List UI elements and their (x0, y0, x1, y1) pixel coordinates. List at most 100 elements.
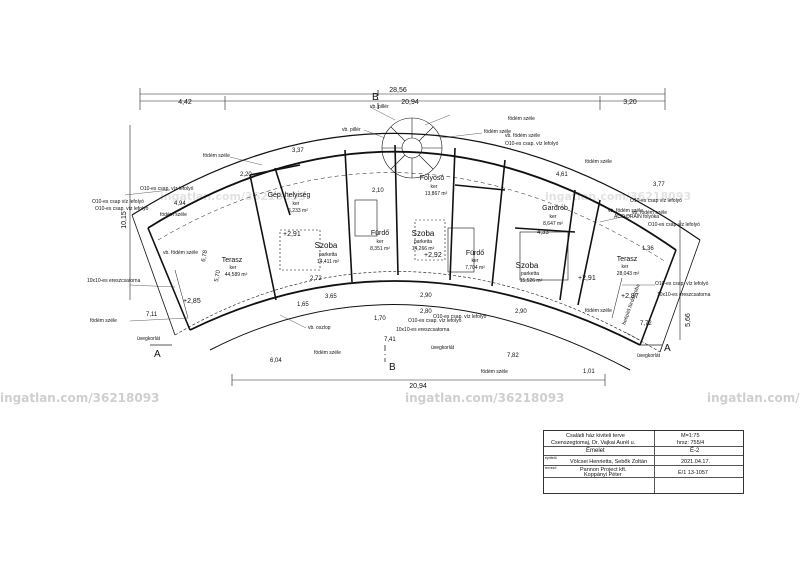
room-area: 7,704 m² (465, 265, 485, 271)
level-marker: +2,85 (183, 298, 201, 305)
annotation: 10x10-es ereszcsatorna (657, 292, 711, 298)
watermark-center: ingatlan.com/36218093 (405, 391, 564, 405)
watermark-plan-right: ingatlan.com/36218093 (545, 190, 691, 203)
title-block-row-line (544, 477, 743, 478)
room-area: 14,411 m² (317, 259, 339, 265)
level-marker: +2,92 (424, 252, 442, 259)
annotation: beépítő fürdőszoba (621, 283, 641, 325)
room-name: Folyosó (420, 175, 445, 182)
annotation: O10-es csap víz lefolyó (648, 222, 700, 228)
tb-designer-company: Pannon Project kft. (580, 467, 627, 473)
dim-label: 2,90 (515, 309, 527, 315)
room-szoba-2: Szoba parketta 14,266 m² (412, 229, 435, 252)
room-floor: ker (431, 184, 438, 190)
annotation: födém széle (314, 350, 341, 356)
section-marker-top: B (372, 92, 379, 103)
dim-bottom-total: 20,94 (409, 383, 427, 390)
level-markers: +2,91 +2,92 +2,91 +2,85 +2,87 (183, 231, 639, 305)
dim-top-mid: 20,94 (401, 99, 419, 106)
annotation: födém széle (508, 116, 535, 122)
room-floor: ker (472, 258, 479, 264)
room-floor: ker (377, 239, 384, 245)
title-block-row-line (544, 465, 743, 466)
annotation: födém széle (484, 129, 511, 135)
dim-label: 4,61 (556, 172, 568, 178)
room-terasz-1: Terasz ker 44,589 m² (222, 257, 248, 278)
room-floor: ker (550, 214, 557, 220)
dim-label: 7,11 (146, 312, 158, 318)
room-terasz-2: Terasz ker 28,043 m² (617, 256, 640, 277)
room-labels: Gép. helyiség ker 6,233 m² Szoba parkett… (222, 175, 640, 284)
room-area: 8,351 m² (370, 246, 390, 252)
room-name: Gardrób (542, 205, 568, 212)
annotation: 10x10-es ereszcsatorna (396, 327, 450, 333)
dim-label: 6,04 (270, 358, 282, 364)
dimension-lines-top (129, 88, 681, 386)
tb-designer-label: tervező (545, 466, 557, 470)
watermark-plan-left: ingatlan.com/36218093 (160, 190, 306, 203)
tb-hrsz: hrsz: 755/4 (677, 440, 705, 446)
annotation: vb. födém széle (163, 250, 198, 256)
dim-label: 6,78 (201, 249, 209, 262)
dim-overall-top: 28,56 (389, 87, 407, 94)
watermark-left: ingatlan.com/36218093 (0, 391, 159, 405)
annotation: üvegkorlát (431, 345, 455, 351)
dim-label: 1,01 (583, 369, 595, 375)
room-gardrob: Gardrób ker 8,647 m² (542, 205, 568, 227)
room-floor: ker (230, 265, 237, 271)
dim-label: 5,70 (214, 269, 222, 282)
aco-drain (174, 269, 623, 319)
title-block: Családi ház kiviteli terve Csenszegtomaj… (543, 430, 744, 494)
room-floor: parketta (414, 239, 432, 245)
room-floor: ker (622, 264, 629, 270)
title-block-divider (654, 431, 655, 493)
leader-lines (124, 106, 655, 341)
tb-client: Völcsei Henrietta, Sebők Zoltán (570, 459, 648, 465)
annotation: vb. pillér (370, 104, 389, 110)
room-area: 15,526 m² (520, 278, 543, 284)
section-marker-left: A (154, 349, 161, 360)
room-area: 13,867 m² (425, 191, 448, 197)
annotation: O10-es csap. víz lefolyó (433, 314, 487, 320)
room-furdo-1: Fürdő ker 8,351 m² (370, 230, 390, 252)
level-marker: +2,91 (283, 231, 301, 238)
tb-scale: M=1:75 (681, 433, 700, 439)
spiral-staircase (381, 117, 443, 179)
dim-label: 2,10 (372, 188, 384, 194)
dim-label: 3,65 (325, 294, 337, 300)
annotation: vb. födém széle (632, 210, 667, 216)
tb-sheet-name: Emelet (586, 448, 605, 454)
section-marker-bottom: B (389, 362, 396, 373)
tb-license: É/1 13-1057 (678, 470, 708, 476)
room-floor: ker (293, 201, 300, 207)
annotation: 10x10-es ereszcsatorna (87, 278, 141, 284)
dim-label: 7,41 (384, 337, 396, 343)
tb-address: Csenszegtomaj, Dr. Vajkai Aurél u. (551, 440, 636, 446)
level-marker: +2,87 (621, 293, 639, 300)
annotation: födém széle (90, 318, 117, 324)
annotation: O10-es csap. víz lefolyó (95, 206, 149, 212)
dim-label: 2,80 (420, 309, 432, 315)
dim-label: 1,70 (374, 316, 386, 322)
annotation: vb. födém széle (608, 208, 643, 214)
annotation: födém széle (585, 159, 612, 165)
dim-label: 1,65 (297, 302, 309, 308)
title-block-row-line (544, 446, 743, 447)
annotation: O10-es csap. víz lefolyó (505, 141, 559, 147)
room-name: Fürdő (466, 250, 484, 257)
room-szoba-1: Szoba parketta 14,411 m² (315, 241, 340, 265)
dim-right-height: 5,66 (685, 313, 692, 327)
tb-client-label: építtető (545, 456, 557, 460)
dim-left-height: 10,15 (121, 211, 128, 229)
tb-date: 2021.04.17. (681, 459, 711, 465)
room-folyoso: Folyosó ker 13,867 m² (420, 175, 448, 197)
tb-designer-name: Koppányi Péter (584, 472, 622, 478)
room-gep: Gép. helyiség ker 6,233 m² (268, 192, 311, 214)
room-name: Szoba (315, 241, 338, 250)
room-floor: parketta (319, 252, 337, 258)
level-marker: +2,91 (578, 275, 596, 282)
dimension-labels: 3,37 2,20 4,61 3,77 6,04 7,41 7,82 7,11 … (146, 148, 665, 375)
room-furdo-2: Fürdő ker 7,704 m² (465, 250, 485, 271)
dim-label: 4,94 (174, 201, 186, 207)
